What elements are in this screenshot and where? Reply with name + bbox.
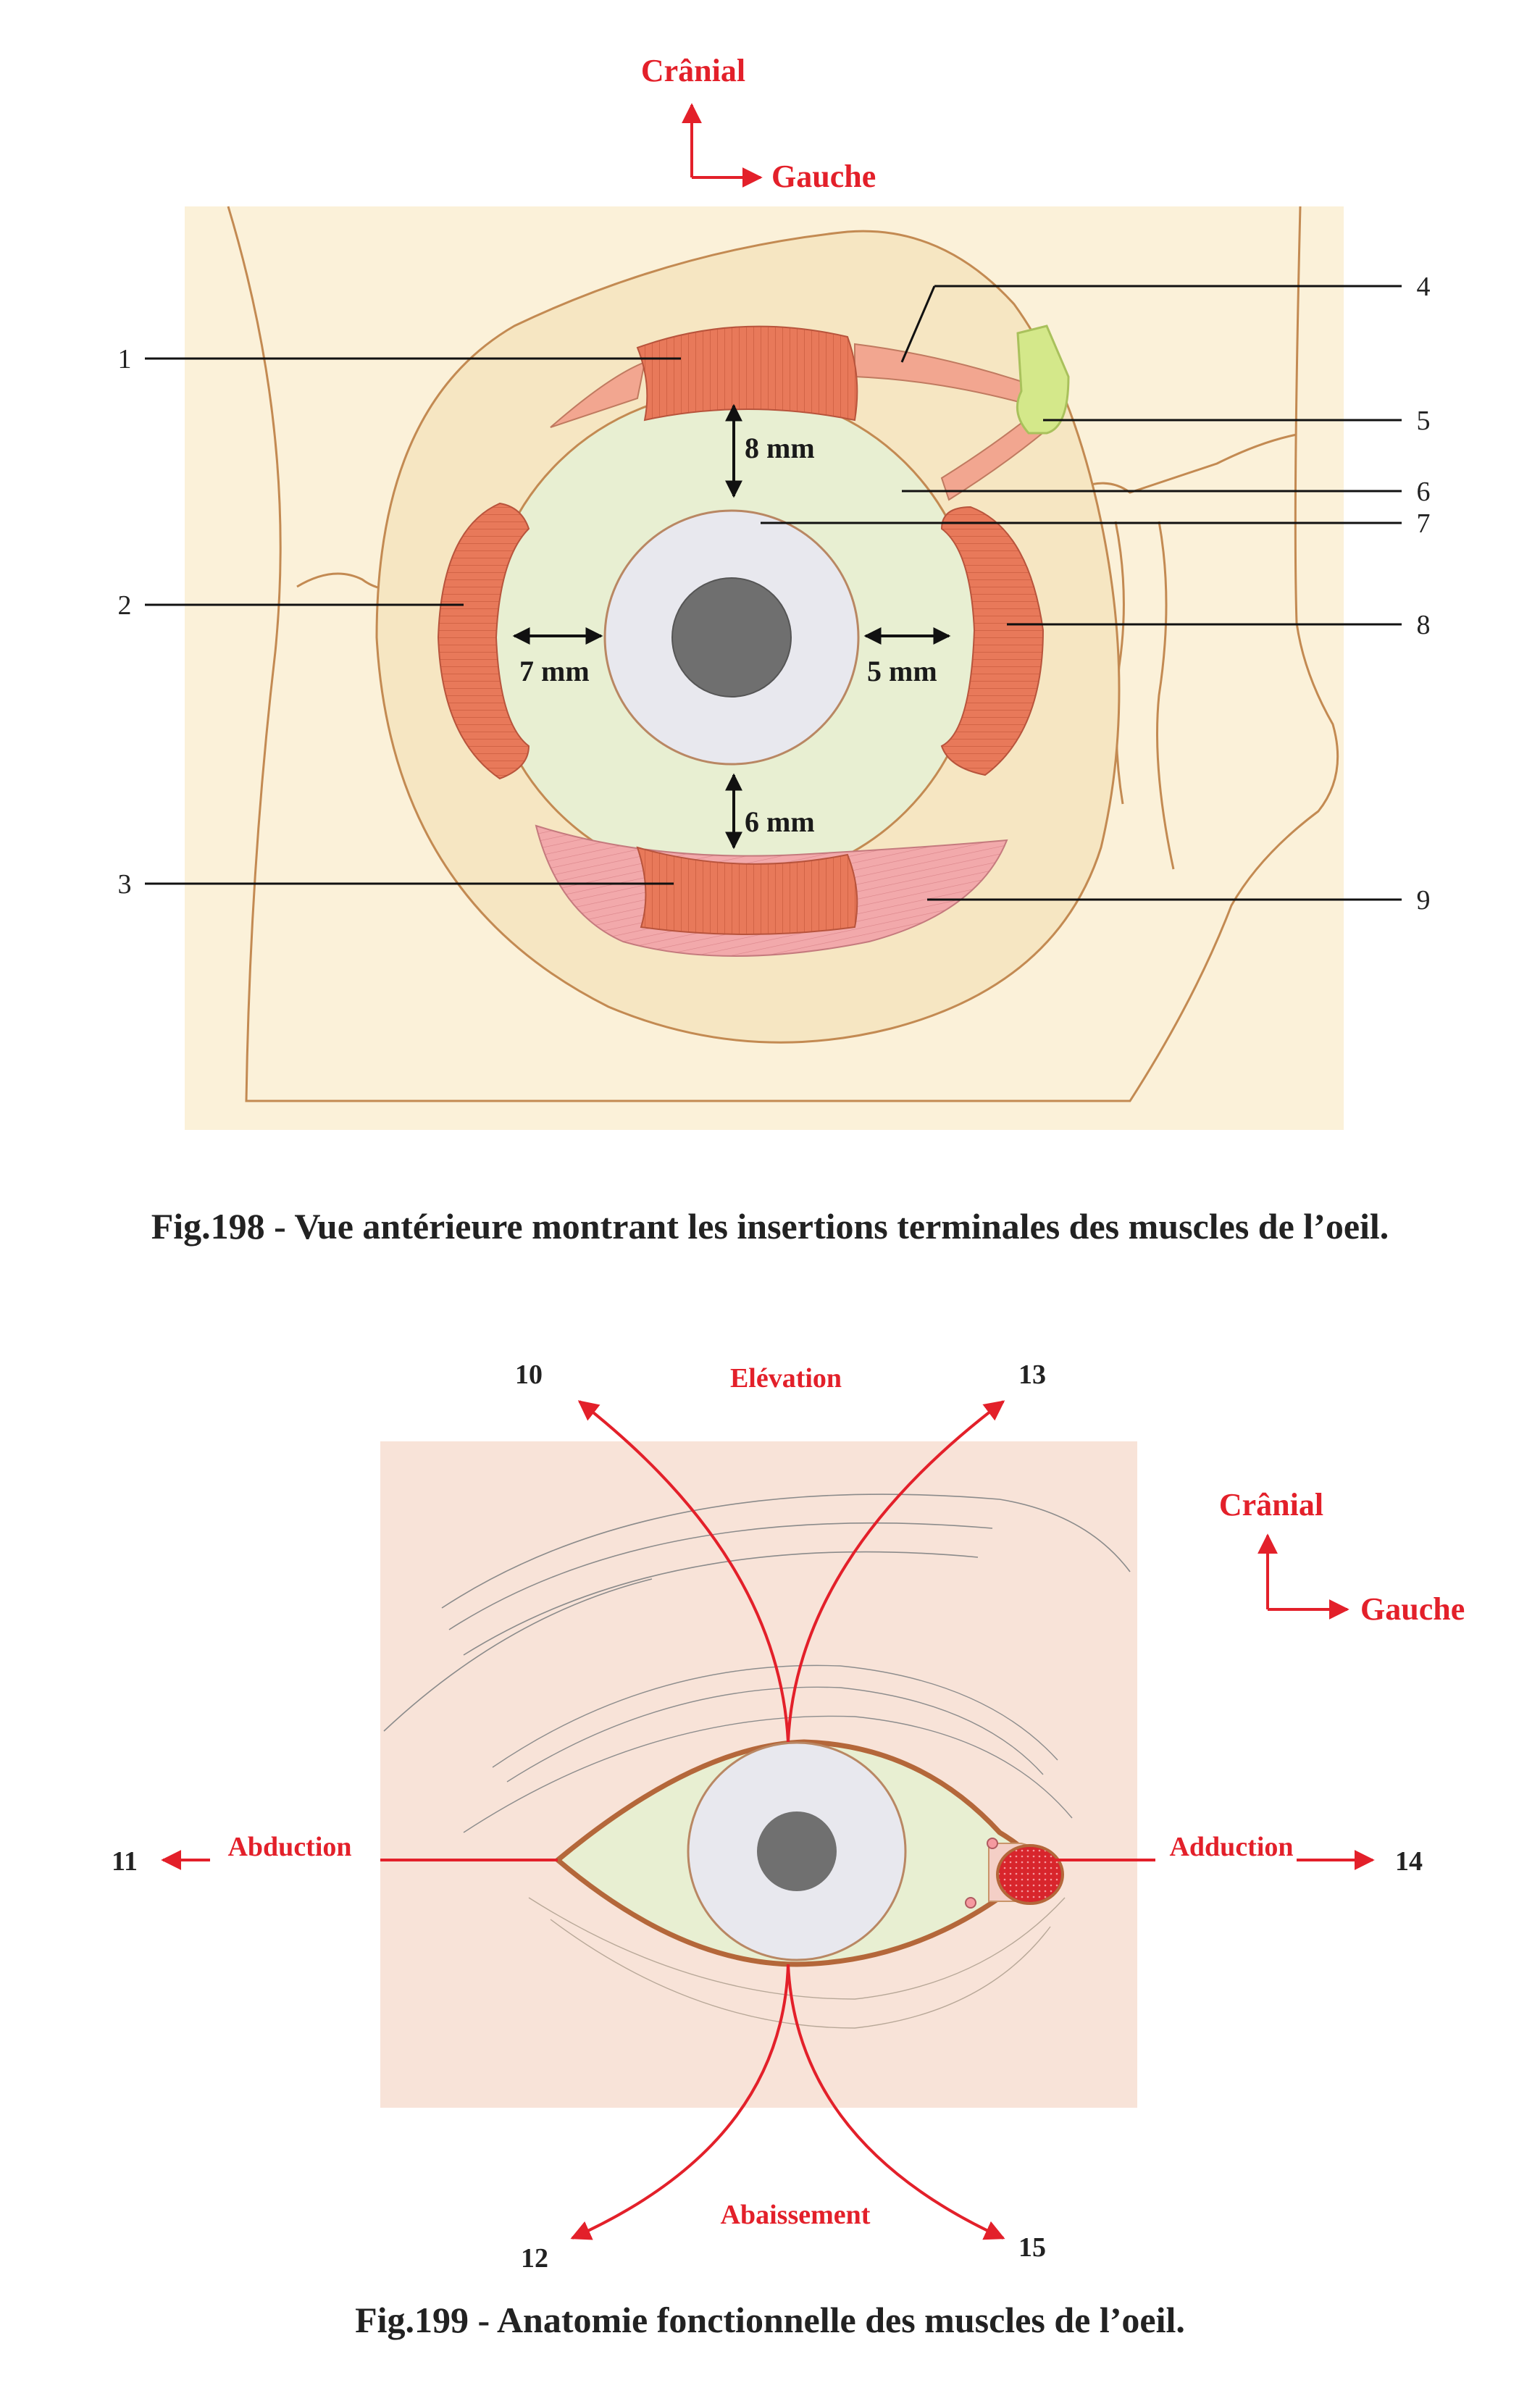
label-3: 3: [118, 869, 132, 900]
distance-right: 5 mm: [867, 655, 937, 687]
skull-outline: [227, 206, 1339, 1102]
fig198-gauche-label: Gauche: [771, 159, 876, 194]
fig199-diagram: Elévation Abduction Adduction Abaissemen…: [112, 1360, 1465, 2340]
label-12: 12: [521, 2243, 548, 2274]
fig199-caption: Fig.199 - Anatomie fonctionnelle des mus…: [355, 2300, 1185, 2340]
distance-top: 8 mm: [745, 432, 815, 464]
trochlea: [1016, 324, 1070, 435]
label-11: 11: [112, 1846, 138, 1877]
fig198-cranial-label: Crânial: [641, 53, 745, 88]
fig199-orientation: Crânial Gauche: [1219, 1487, 1465, 1627]
fig199-pupil: [757, 1811, 837, 1891]
fig198-orientation: Crânial Gauche: [641, 53, 876, 194]
inferior-rectus-muscle: [636, 846, 858, 935]
label-15: 15: [1018, 2232, 1046, 2263]
arrow-12: [570, 1964, 790, 2240]
pupil: [671, 577, 792, 698]
abaissement-label: Abaissement: [721, 2200, 871, 2230]
label-4: 4: [1417, 272, 1431, 302]
distance-left: 7 mm: [519, 655, 590, 687]
label-14: 14: [1395, 1846, 1423, 1877]
medial-rectus-muscle: [940, 506, 1045, 776]
fig198-diagram: Crânial Gauche: [118, 53, 1431, 1247]
adduction-label: Adduction: [1169, 1832, 1293, 1862]
label-7: 7: [1417, 508, 1431, 539]
fig199-cranial-label: Crânial: [1219, 1487, 1323, 1522]
label-6: 6: [1417, 477, 1431, 507]
arrow-10: [577, 1400, 790, 1743]
label-10: 10: [515, 1360, 543, 1390]
arrow-13: [787, 1400, 1005, 1743]
label-2: 2: [118, 590, 132, 621]
eyebrow: [383, 1494, 1131, 1732]
label-1: 1: [118, 344, 132, 374]
lacrimal-caruncle: [996, 1844, 1064, 1905]
elevation-label: Elévation: [730, 1363, 842, 1394]
upper-eyelashes: [463, 1664, 1073, 1833]
arrow-15: [787, 1964, 1005, 2240]
superior-rectus-muscle: [636, 325, 858, 422]
fig198-leaders: [145, 285, 1402, 901]
label-5: 5: [1417, 406, 1431, 436]
fig198-caption: Fig.198 - Vue antérieure montrant les in…: [151, 1206, 1389, 1247]
label-13: 13: [1018, 1360, 1046, 1390]
label-8: 8: [1417, 610, 1431, 640]
distance-bottom: 6 mm: [745, 805, 815, 838]
fig199-gauche-label: Gauche: [1360, 1591, 1465, 1627]
lower-eyelashes: [528, 1897, 1066, 2029]
label-9: 9: [1417, 885, 1431, 916]
abduction-label: Abduction: [227, 1832, 351, 1862]
